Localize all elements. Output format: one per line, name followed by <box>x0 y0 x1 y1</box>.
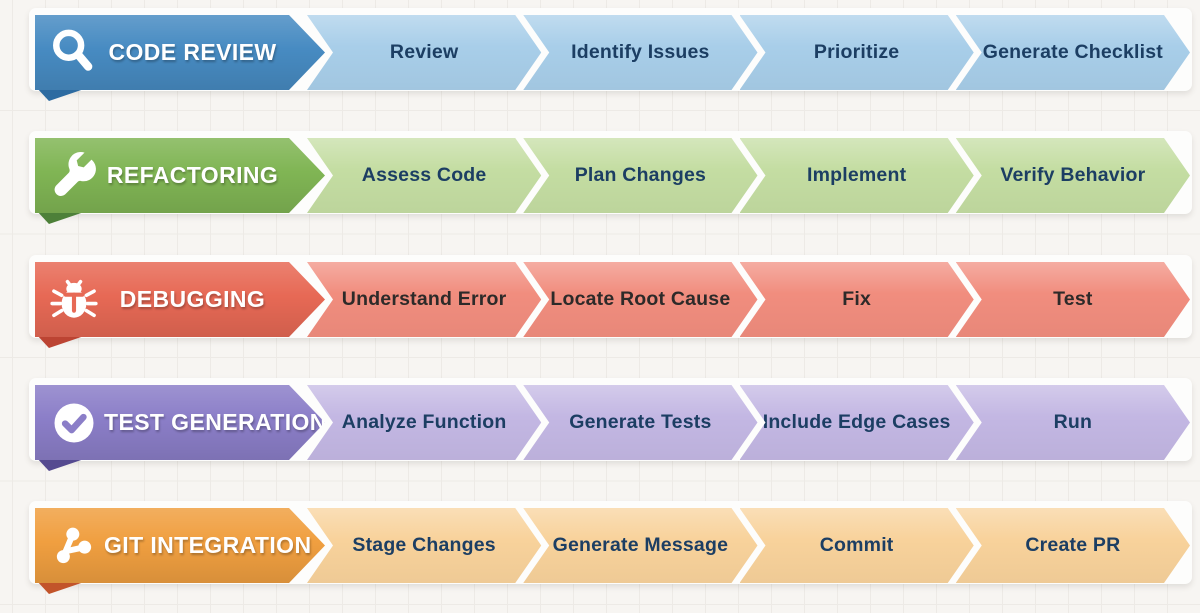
step-chevron: Identify Issues <box>523 15 757 90</box>
step-chevron: Generate Message <box>523 508 757 583</box>
step-chevron: Include Edge Cases <box>740 385 974 460</box>
step-label: Plan Changes <box>574 164 707 186</box>
check-circle-icon <box>48 397 100 449</box>
step-chevron: Review <box>307 15 541 90</box>
row-header: TEST GENERATION <box>35 385 325 460</box>
row-title: GIT INTEGRATION <box>104 532 312 558</box>
workflow-row-test-generation: TEST GENERATION Analyze Function Generat… <box>29 378 1192 471</box>
step-label: Commit <box>819 534 894 556</box>
step-label: Assess Code <box>361 164 487 186</box>
row-header: GIT INTEGRATION <box>35 508 325 583</box>
step-label: Review <box>389 41 459 63</box>
step-chevron: Locate Root Cause <box>523 262 757 337</box>
step-chevron: Analyze Function <box>307 385 541 460</box>
step-chevron: Test <box>956 262 1190 337</box>
step-chevron: Prioritize <box>740 15 974 90</box>
step-chevron: Generate Checklist <box>956 15 1190 90</box>
row-steps: Understand Error Locate Root Cause Fix T… <box>307 262 1190 337</box>
step-chevron: Assess Code <box>307 138 541 213</box>
step-label: Create PR <box>1025 534 1121 556</box>
step-label: Generate Tests <box>569 411 712 433</box>
row-header: DEBUGGING <box>35 262 325 337</box>
step-label: Implement <box>806 164 907 186</box>
step-label: Fix <box>842 288 872 310</box>
workflow-row-refactoring: REFACTORING Assess Code Plan Changes Imp… <box>29 131 1192 224</box>
step-chevron: Plan Changes <box>523 138 757 213</box>
step-label: Generate Message <box>552 534 729 556</box>
wrench-icon <box>48 150 100 202</box>
step-chevron: Implement <box>740 138 974 213</box>
row-title: TEST GENERATION <box>104 409 327 435</box>
step-chevron: Verify Behavior <box>956 138 1190 213</box>
step-chevron: Commit <box>740 508 974 583</box>
row-title: REFACTORING <box>106 162 279 188</box>
step-label: Stage Changes <box>352 534 496 556</box>
row-header: REFACTORING <box>35 138 325 213</box>
workflow-row-debugging: DEBUGGING Understand Error Locate Root C… <box>29 255 1192 348</box>
row-steps: Review Identify Issues Prioritize Genera… <box>307 15 1190 90</box>
magnifier-icon <box>48 27 100 79</box>
step-chevron: Stage Changes <box>307 508 541 583</box>
step-label: Analyze Function <box>341 411 507 433</box>
row-steps: Assess Code Plan Changes Implement Verif… <box>307 138 1190 213</box>
step-chevron: Create PR <box>956 508 1190 583</box>
row-steps: Analyze Function Generate Tests Include … <box>307 385 1190 460</box>
step-label: Locate Root Cause <box>550 288 731 310</box>
step-label: Include Edge Cases <box>762 411 951 433</box>
row-title: CODE REVIEW <box>108 39 277 65</box>
bug-icon <box>48 274 100 326</box>
step-chevron: Understand Error <box>307 262 541 337</box>
step-label: Understand Error <box>341 288 507 310</box>
row-steps: Stage Changes Generate Message Commit Cr… <box>307 508 1190 583</box>
step-label: Prioritize <box>813 41 900 63</box>
step-label: Generate Checklist <box>982 41 1163 63</box>
step-label: Test <box>1053 288 1093 310</box>
step-chevron: Generate Tests <box>523 385 757 460</box>
step-label: Verify Behavior <box>1000 164 1146 186</box>
step-chevron: Fix <box>740 262 974 337</box>
workflow-row-code-review: CODE REVIEW Review Identify Issues Prior… <box>29 8 1192 101</box>
git-branch-icon <box>48 520 100 572</box>
step-label: Identify Issues <box>571 41 710 63</box>
row-header: CODE REVIEW <box>35 15 325 90</box>
step-chevron: Run <box>956 385 1190 460</box>
workflow-row-git-integration: GIT INTEGRATION Stage Changes Generate M… <box>29 501 1192 594</box>
row-title: DEBUGGING <box>119 286 266 312</box>
step-label: Run <box>1053 411 1093 433</box>
